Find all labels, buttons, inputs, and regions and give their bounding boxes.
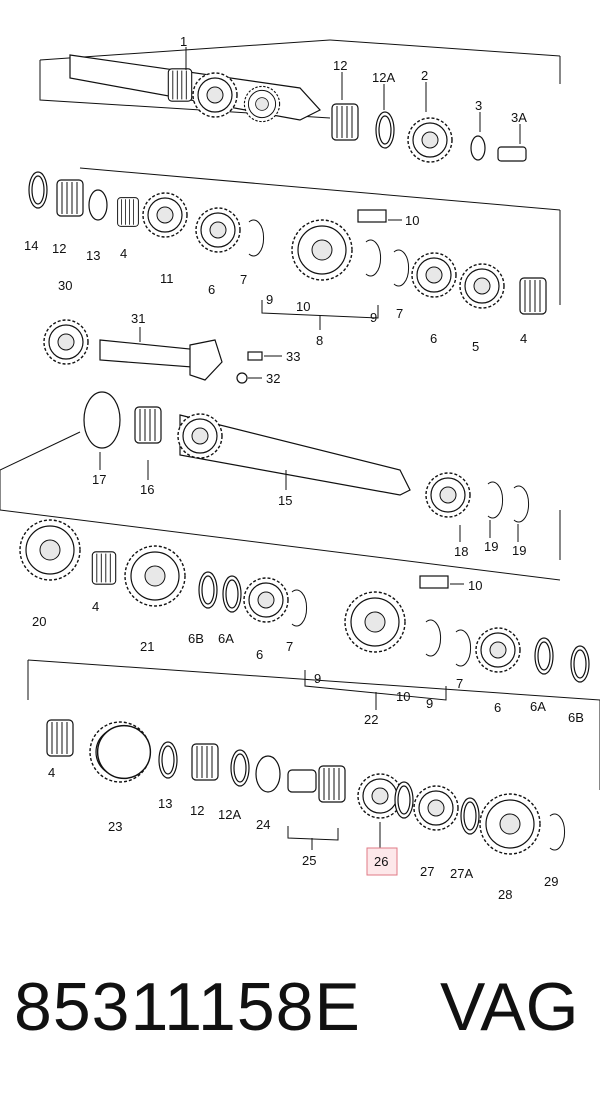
callout-4-row6: 4 bbox=[48, 765, 55, 780]
part-number-label: 85311158E bbox=[14, 969, 361, 1045]
callout-9-row2a: 9 bbox=[266, 292, 273, 307]
gear-2 bbox=[407, 117, 453, 163]
bearing-12 bbox=[331, 103, 359, 141]
callout-9-row5a: 9 bbox=[314, 671, 321, 686]
callout-4-row2b: 4 bbox=[520, 331, 527, 346]
callout-8: 8 bbox=[316, 333, 323, 348]
row-4-main-shaft: 17 16 15 18 19 19 bbox=[0, 391, 561, 560]
callout-32: 32 bbox=[266, 371, 280, 386]
callout-7-row2a: 7 bbox=[240, 272, 247, 287]
callout-11: 11 bbox=[160, 271, 174, 286]
callout-3A: 3A bbox=[511, 110, 527, 125]
callout-12A-row6: 12A bbox=[218, 807, 241, 822]
callout-23: 23 bbox=[108, 819, 122, 834]
callout-12: 12 bbox=[333, 58, 347, 73]
callout-9-row5b: 9 bbox=[426, 696, 433, 711]
callout-6-row5a: 6 bbox=[256, 647, 263, 662]
callout-6-row2b: 6 bbox=[430, 331, 437, 346]
callout-28: 28 bbox=[498, 887, 512, 902]
callout-20: 20 bbox=[32, 614, 46, 629]
callout-12-row6: 12 bbox=[190, 803, 204, 818]
callout-10-top: 10 bbox=[405, 213, 419, 228]
callout-1: 1 bbox=[180, 34, 187, 49]
callout-13-row2: 13 bbox=[86, 248, 100, 263]
callout-14: 14 bbox=[24, 238, 38, 253]
callout-24: 24 bbox=[256, 817, 270, 832]
callout-4-row5: 4 bbox=[92, 599, 99, 614]
callout-6-row2a: 6 bbox=[208, 282, 215, 297]
input-shaft bbox=[69, 54, 321, 123]
row-2-synchro-assembly: 14 12 13 4 11 6 7 10 9 10 9 7 6 5 4 8 bbox=[24, 167, 561, 354]
callout-13-row6: 13 bbox=[158, 796, 172, 811]
callout-2: 2 bbox=[421, 68, 428, 83]
callout-6A-row5: 6A bbox=[218, 631, 234, 646]
callout-3: 3 bbox=[475, 98, 482, 113]
washer-3 bbox=[470, 135, 486, 161]
callout-31: 31 bbox=[131, 311, 145, 326]
callout-7-row5a: 7 bbox=[286, 639, 293, 654]
highlight-box-26 bbox=[366, 847, 398, 876]
callout-6-row5b: 6 bbox=[494, 700, 501, 715]
row-3-selector-lever: 30 31 33 32 bbox=[43, 278, 300, 386]
callout-21: 21 bbox=[140, 639, 154, 654]
ring-12A bbox=[375, 111, 395, 149]
callout-10-row5: 10 bbox=[396, 689, 410, 704]
callout-6A-row5b: 6A bbox=[530, 699, 546, 714]
callout-6B-row5: 6B bbox=[188, 631, 204, 646]
callout-4-row2: 4 bbox=[120, 246, 127, 261]
callout-29: 29 bbox=[544, 874, 558, 889]
callout-10-row2: 10 bbox=[296, 299, 310, 314]
row-6-output-gears: 4 23 13 12 12A 24 25 26 27 27A 28 29 bbox=[27, 659, 600, 902]
callout-19b: 19 bbox=[512, 543, 526, 558]
callout-25: 25 bbox=[302, 853, 316, 868]
callout-9-row2b: 9 bbox=[370, 310, 377, 325]
bolt-3A bbox=[497, 146, 527, 162]
callout-19a: 19 bbox=[484, 539, 498, 554]
row-1-input-shaft: 1 12 12A 2 3 3A bbox=[39, 34, 561, 163]
callout-7-row5b: 7 bbox=[456, 676, 463, 691]
callout-15: 15 bbox=[278, 493, 292, 508]
callout-22: 22 bbox=[364, 712, 378, 727]
callout-5: 5 bbox=[472, 339, 479, 354]
callout-18: 18 bbox=[454, 544, 468, 559]
callout-6B-row5b: 6B bbox=[568, 710, 584, 725]
callout-26-highlighted: 26 bbox=[374, 854, 388, 869]
callout-33: 33 bbox=[286, 349, 300, 364]
callout-16: 16 bbox=[140, 482, 154, 497]
callout-27A: 27A bbox=[450, 866, 473, 881]
callout-7-row2b: 7 bbox=[396, 306, 403, 321]
callout-27: 27 bbox=[420, 864, 434, 879]
callout-17: 17 bbox=[92, 472, 106, 487]
exploded-gearbox-diagram: 1 12 12A 2 3 3A 14 12 13 4 11 bbox=[0, 34, 600, 902]
callout-12A: 12A bbox=[372, 70, 395, 85]
row-5-synchro-assembly: 20 4 21 6B 6A 6 7 10 9 10 9 7 6 6A 6B 22 bbox=[0, 509, 590, 727]
callout-30: 30 bbox=[58, 278, 72, 293]
brand-label: VAG bbox=[440, 969, 579, 1045]
callout-12-row2: 12 bbox=[52, 241, 66, 256]
callout-10-row5-top: 10 bbox=[468, 578, 482, 593]
